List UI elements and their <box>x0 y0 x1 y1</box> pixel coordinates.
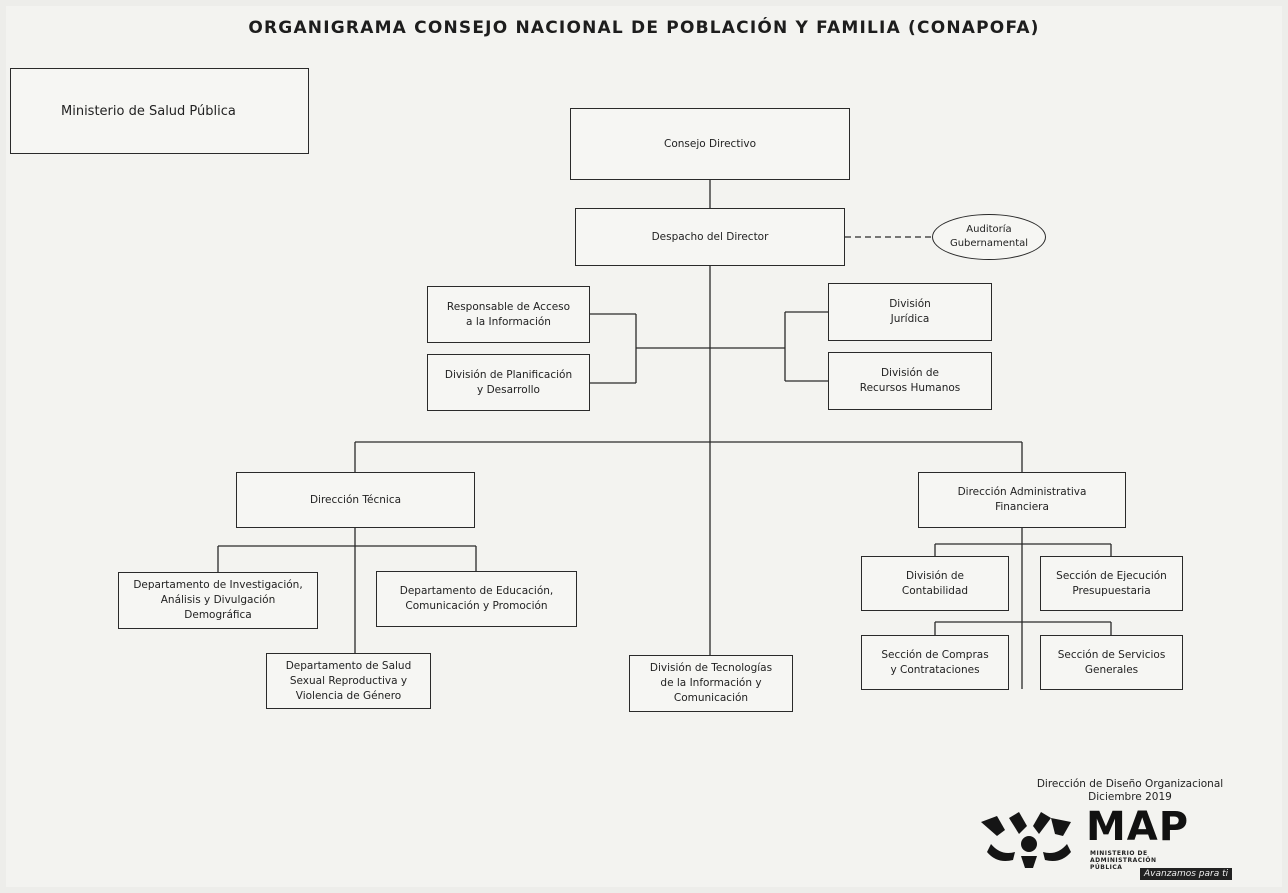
node-salud: Departamento de Salud Sexual Reproductiv… <box>266 653 431 709</box>
footer-date: Diciembre 2019 <box>1088 791 1172 803</box>
footer-department: Dirección de Diseño Organizacional <box>1036 778 1224 790</box>
map-logo-icon <box>981 812 1071 868</box>
node-juridica: División Jurídica <box>828 283 992 341</box>
node-direccion-tecnica: Dirección Técnica <box>236 472 475 528</box>
node-despacho-director: Despacho del Director <box>575 208 845 266</box>
footer-credit: Dirección de Diseño Organizacional Dicie… <box>1010 778 1250 804</box>
node-planificacion: División de Planificación y Desarrollo <box>427 354 590 411</box>
ministry-box: Ministerio de Salud Pública <box>10 68 309 154</box>
node-investigacion: Departamento de Investigación, Análisis … <box>118 572 318 629</box>
node-servicios-generales: Sección de Servicios Generales <box>1040 635 1183 690</box>
node-rrhh: División de Recursos Humanos <box>828 352 992 410</box>
node-direccion-administrativa: Dirección Administrativa Financiera <box>918 472 1126 528</box>
map-tagline: Avanzamos para ti <box>1140 868 1233 880</box>
node-consejo-directivo: Consejo Directivo <box>570 108 850 180</box>
node-tic: División de Tecnologías de la Informació… <box>629 655 793 712</box>
node-acceso-informacion: Responsable de Acceso a la Información <box>427 286 590 343</box>
node-auditoria: Auditoría Gubernamental <box>932 214 1046 260</box>
map-logo-subtitle: MINISTERIO DE ADMINISTRACIÓN PÚBLICA <box>1090 850 1157 871</box>
node-ejecucion-presupuestaria: Sección de Ejecución Presupuestaria <box>1040 556 1183 611</box>
chart-title: ORGANIGRAMA CONSEJO NACIONAL DE POBLACIÓ… <box>248 18 1040 38</box>
node-contabilidad: División de Contabilidad <box>861 556 1009 611</box>
node-compras: Sección de Compras y Contrataciones <box>861 635 1009 690</box>
map-logo-text: MAP <box>1086 804 1190 850</box>
node-educacion: Departamento de Educación, Comunicación … <box>376 571 577 627</box>
